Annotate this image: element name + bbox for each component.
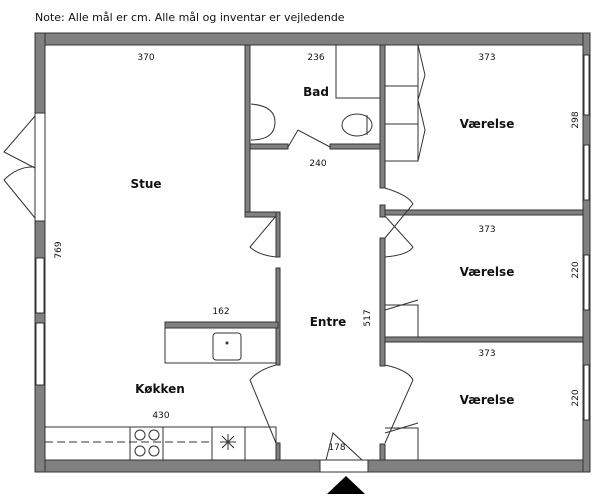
entrance-arrow [327, 476, 365, 494]
shower [335, 45, 380, 99]
windows [34, 54, 590, 473]
dim-vaerelse2-width: 373 [478, 225, 495, 235]
dim-vaerelse3-depth: 220 [571, 389, 581, 406]
room-label-vaerelse-3: Værelse [460, 393, 515, 407]
dim-vaerelse1-width: 373 [478, 53, 495, 63]
room-label-vaerelse-2: Værelse [460, 265, 515, 279]
dim-stue-depth: 769 [54, 241, 64, 258]
kitchen-counter [44, 426, 277, 461]
interior-walls [244, 44, 584, 461]
dim-corridor-width: 240 [309, 159, 326, 169]
kitchen-island [164, 321, 279, 364]
dim-stue-width: 370 [137, 53, 154, 63]
room-label-vaerelse-1: Værelse [460, 117, 515, 131]
washbasin [250, 103, 276, 141]
entrance-opening [319, 459, 369, 473]
stove-icon [134, 429, 160, 457]
dim-entre-depth: 517 [363, 309, 373, 326]
fan-icon [220, 434, 236, 450]
dim-bad-width: 236 [307, 53, 324, 63]
dim-entrance-width: 178 [328, 443, 345, 453]
room-label-stue: Stue [130, 177, 161, 191]
room-label-kokken: Køkken [135, 382, 185, 396]
toilet [341, 113, 373, 137]
wardrobes [384, 44, 426, 460]
terrace-door [3, 115, 36, 219]
dim-vaerelse2-depth: 220 [571, 261, 581, 278]
dim-vaerelse1-depth: 298 [571, 111, 581, 128]
dim-island-width: 162 [212, 307, 229, 317]
bathroom-fixtures [250, 45, 380, 141]
room-label-bad: Bad [303, 85, 329, 99]
sink-icon [212, 332, 242, 361]
dim-kitchen-width: 430 [152, 411, 169, 421]
dim-vaerelse3-width: 373 [478, 349, 495, 359]
room-label-entre: Entre [310, 315, 347, 329]
note-text: Note: Alle mål er cm. Alle mål og invent… [35, 11, 345, 24]
doors [249, 129, 414, 461]
